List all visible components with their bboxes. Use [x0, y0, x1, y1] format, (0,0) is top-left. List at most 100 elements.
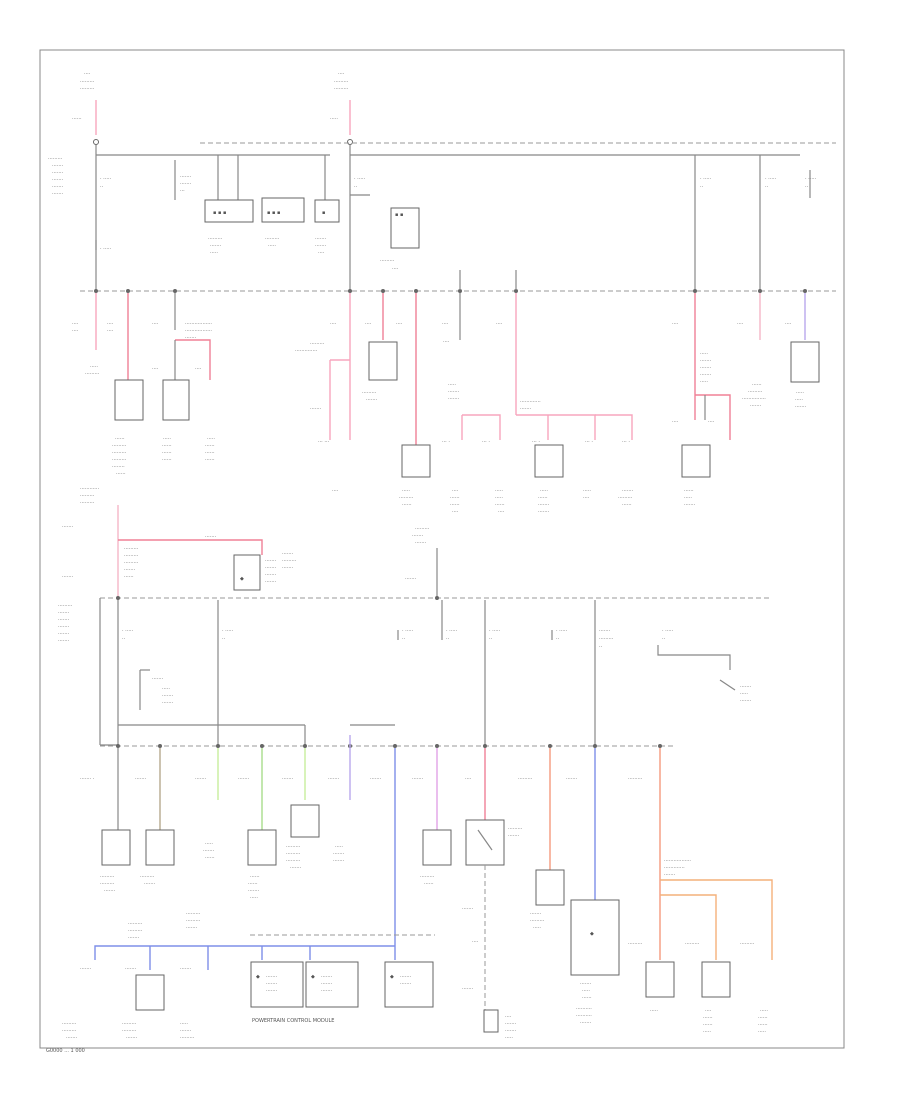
svg-text:·····: ·····: [758, 1029, 766, 1035]
svg-text:····: ····: [498, 509, 505, 515]
svg-text:·······: ·······: [412, 776, 424, 782]
svg-text:····: ····: [107, 321, 114, 327]
svg-text:····: ····: [396, 321, 403, 327]
svg-text:·······: ·······: [186, 925, 198, 931]
svg-text:·······: ·······: [125, 966, 137, 972]
svg-text:·········: ·········: [415, 526, 430, 532]
svg-text:······: ······: [495, 502, 505, 508]
svg-text:·······: ·······: [144, 881, 156, 887]
svg-text:·······: ·······: [370, 776, 382, 782]
svg-text:·········: ·········: [85, 371, 100, 377]
svg-text:····: ····: [583, 495, 590, 501]
circuit-group-upper-right: ···· ···· ····· ······· ······· ···· ···…: [442, 293, 634, 515]
svg-text:· ·····: · ·····: [556, 628, 568, 634]
svg-text:·······: ·······: [290, 865, 302, 871]
svg-text:·····: ·····: [268, 243, 276, 249]
svg-text:·······: ·······: [700, 365, 712, 371]
svg-text:·········: ·········: [186, 918, 201, 924]
svg-text:······: ······: [162, 450, 172, 456]
svg-text:·······: ·······: [448, 396, 460, 402]
svg-text:······: ······: [703, 1022, 713, 1028]
ignition-switch-feed: ············ ········· ········· ·······…: [62, 486, 297, 600]
svg-text:·······: ·······: [520, 406, 532, 412]
svg-text:··: ··: [446, 636, 450, 642]
svg-text:··· ·: ··· ·: [585, 439, 593, 445]
svg-text:·····: ·····: [650, 1008, 658, 1014]
circuit-group-upper-left: ···· ···· ····· ········· ···· ···· ····…: [72, 293, 215, 477]
svg-text:······: ······: [250, 874, 260, 880]
svg-text:····: ····: [705, 1008, 712, 1014]
svg-text:····: ····: [737, 321, 744, 327]
svg-text:······: ······: [758, 1015, 768, 1021]
svg-text:······· ·: ······· ·: [80, 776, 95, 782]
svg-text:· ·····: · ·····: [222, 628, 234, 634]
svg-text:· ·····: · ·····: [662, 628, 674, 634]
svg-text:····: ····: [472, 939, 479, 945]
svg-text:· ·····: · ·····: [489, 628, 501, 634]
svg-text:·······: ·······: [62, 574, 74, 580]
svg-text:·······: ·······: [538, 502, 550, 508]
svg-text:·········: ·········: [265, 236, 280, 242]
svg-text:·····: ·····: [796, 390, 804, 396]
svg-text:·······: ·······: [400, 981, 412, 987]
relay-box-mid: ▪ ▪ ········· ····: [350, 194, 420, 272]
svg-text:·····: ·····: [495, 488, 503, 494]
bottom-module-label: POWERTRAIN CONTROL MODULE: [252, 1018, 334, 1024]
svg-text:·······: ·······: [238, 776, 250, 782]
svg-text:·······: ·······: [52, 191, 64, 197]
svg-text:·······: ·······: [282, 551, 294, 557]
circuit-group-upper-center: ···· ········· ·············· ······· ··…: [295, 293, 431, 508]
svg-text:·······: ·······: [505, 1021, 517, 1027]
svg-text:·······: ·······: [333, 851, 345, 857]
svg-text:····: ····: [452, 488, 459, 494]
svg-text:······: ······: [622, 502, 632, 508]
svg-text:·····: ·····: [760, 1008, 768, 1014]
svg-text:·······: ·······: [282, 776, 294, 782]
svg-text:·····: ·····: [335, 844, 343, 850]
svg-text:··: ··: [599, 644, 603, 650]
svg-text:····: ····: [330, 321, 337, 327]
svg-text:▪ ▪: ▪ ▪: [395, 212, 403, 218]
svg-text:······: ······: [205, 457, 215, 463]
svg-text:·········: ·········: [124, 546, 139, 552]
svg-text:······: ······: [248, 881, 258, 887]
svg-text:··: ··: [489, 636, 493, 642]
svg-text:·····: ·····: [210, 250, 218, 256]
svg-text:·········: ·········: [380, 258, 395, 264]
svg-text:·················: ·················: [664, 858, 691, 864]
svg-text:·········: ·········: [286, 844, 301, 850]
svg-text:· ·····: · ·····: [354, 176, 366, 182]
svg-text:········: ········: [112, 464, 125, 470]
svg-text:··: ··: [100, 184, 104, 190]
svg-text:·········: ·········: [310, 341, 325, 347]
battery-feed-left: ···· ········· ········· ······: [72, 71, 99, 145]
svg-text:······: ······: [758, 1022, 768, 1028]
svg-text:·······: ·······: [282, 565, 294, 571]
svg-text:··: ··: [402, 636, 406, 642]
svg-text:·········: ·········: [62, 1028, 77, 1034]
svg-text:·················: ·················: [185, 321, 212, 327]
svg-text:······: ······: [684, 488, 694, 494]
svg-text:·····: ·····: [90, 364, 98, 370]
svg-text:·····: ·····: [540, 488, 548, 494]
svg-text:·········: ·········: [508, 826, 523, 832]
svg-text:······: ······: [205, 855, 215, 861]
svg-text:·········: ·········: [748, 389, 763, 395]
svg-text:·····: ·····: [582, 988, 590, 994]
svg-text:····: ····: [442, 321, 449, 327]
svg-text:·········: ·········: [530, 918, 545, 924]
svg-text:····: ····: [452, 509, 459, 515]
svg-text:· ·····: · ·····: [122, 628, 134, 634]
svg-text:······: ······: [124, 574, 134, 580]
svg-text:·······: ·······: [580, 981, 592, 987]
svg-text:·······: ·······: [265, 558, 277, 564]
svg-text:·········: ·········: [208, 236, 223, 242]
svg-text:······: ······: [402, 502, 412, 508]
svg-text:··· ···: ··· ···: [318, 439, 330, 445]
fuse-pins-row-1: [94, 289, 807, 293]
svg-text:··: ··: [354, 184, 358, 190]
svg-text:··: ··: [662, 636, 666, 642]
svg-text:·········: ·········: [628, 776, 643, 782]
svg-text:····: ····: [505, 1014, 512, 1020]
